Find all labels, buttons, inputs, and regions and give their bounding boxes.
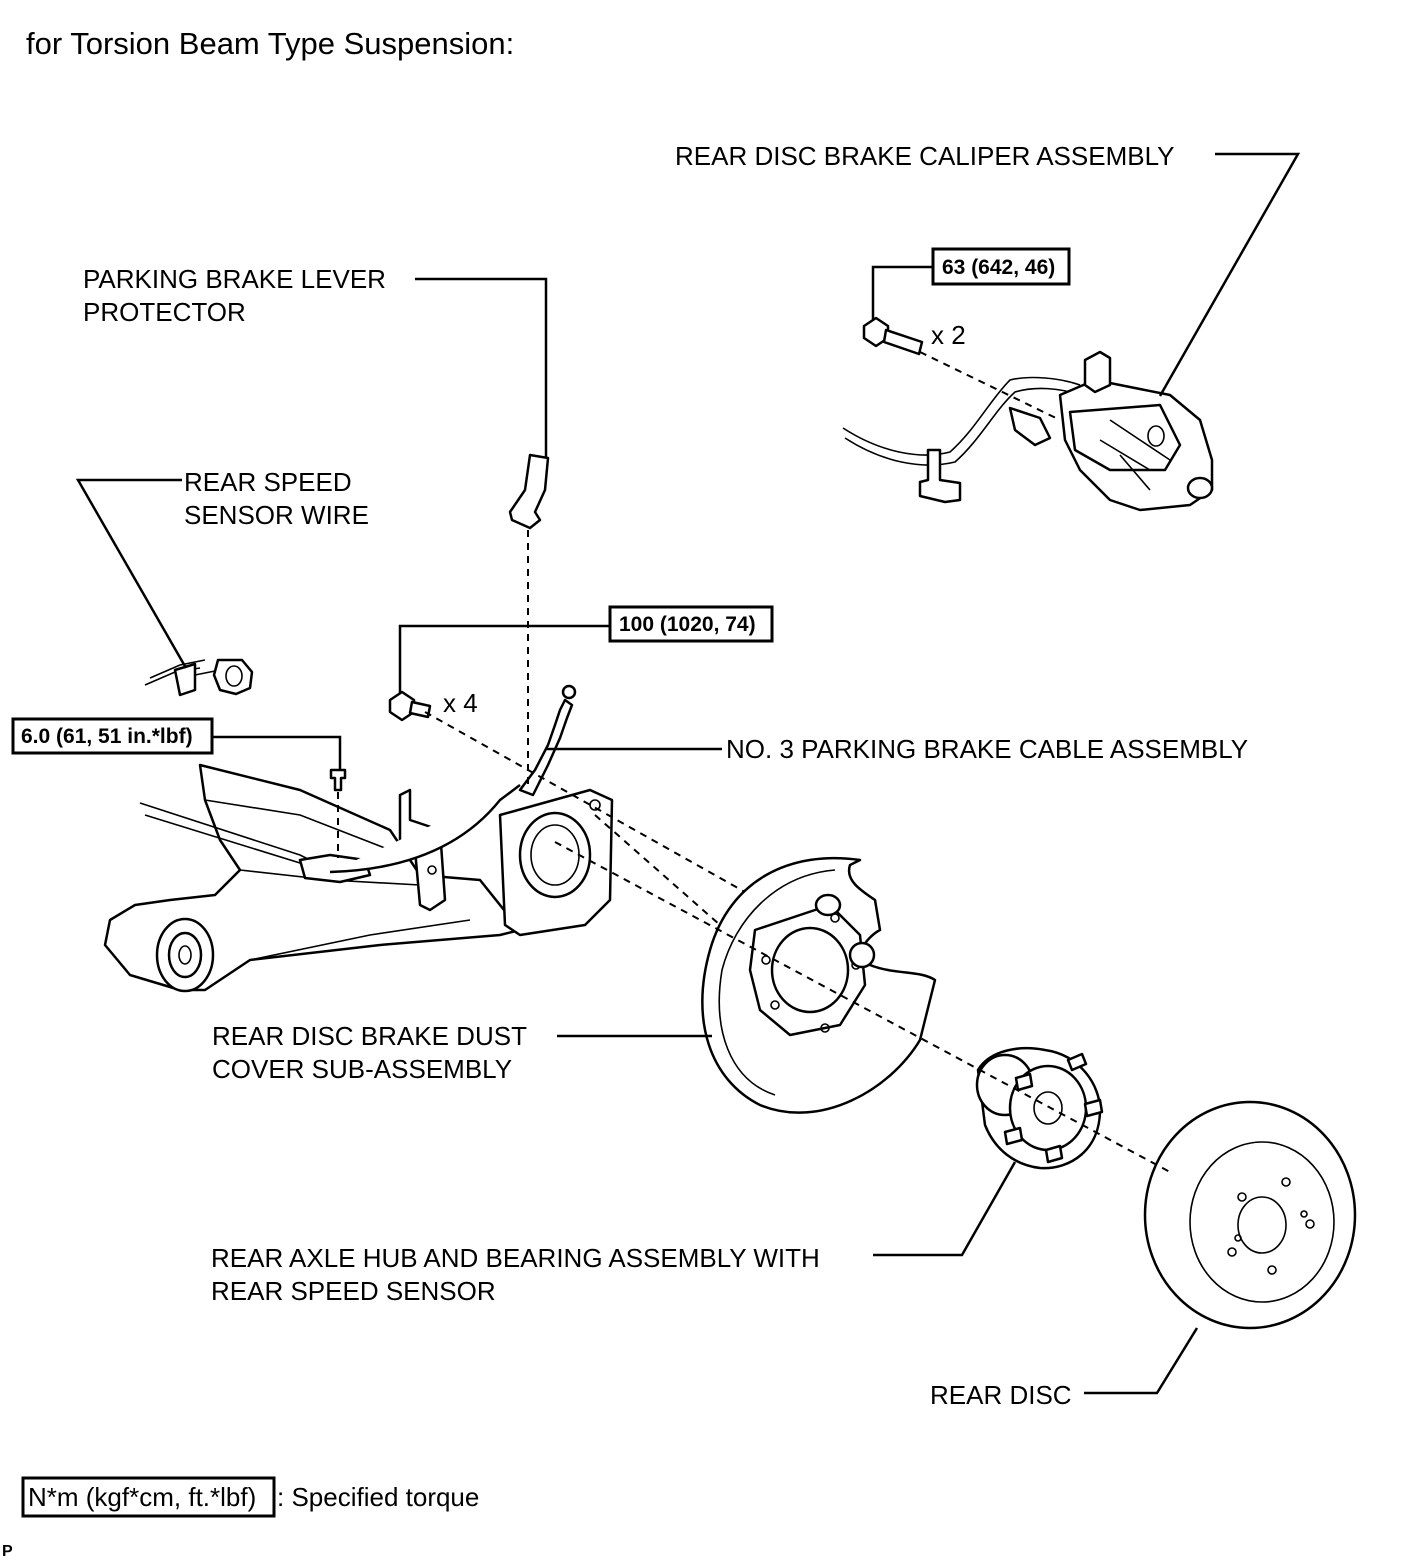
legend-box-text: N*m (kgf*cm, ft.*lbf) xyxy=(28,1482,256,1512)
rear-disc-label: REAR DISC xyxy=(930,1380,1072,1410)
dust-cover-label-line2: COVER SUB-ASSEMBLY xyxy=(212,1054,512,1084)
rear-disc-brake-caliper-drawing xyxy=(842,350,1214,512)
rear-disc-brake-dust-cover-drawing xyxy=(701,856,937,1114)
parking-brake-cable-label: NO. 3 PARKING BRAKE CABLE ASSEMBLY xyxy=(726,734,1248,764)
hub-bolt-drawing xyxy=(388,690,432,722)
caliper-bolt-torque-box xyxy=(931,247,1071,286)
parking-brake-lever-protector-drawing xyxy=(508,453,550,530)
diagram-title: for Torsion Beam Type Suspension: xyxy=(26,26,514,61)
lever-protector-label-line2: PROTECTOR xyxy=(83,297,246,327)
rear-axle-hub-drawing xyxy=(975,1046,1104,1170)
caliper-bolt-torque: 63 (642, 46) xyxy=(942,256,1055,279)
hub-label-line2: REAR SPEED SENSOR xyxy=(211,1276,496,1306)
clamp-bolt-torque-box xyxy=(11,717,214,755)
clamp-bolt-torque: 6.0 (61, 51 in.*lbf) xyxy=(21,725,193,748)
hub-label-line1: REAR AXLE HUB AND BEARING ASSEMBLY WITH xyxy=(211,1243,820,1273)
speed-sensor-wire-label-line1: REAR SPEED xyxy=(184,467,352,497)
dust-cover-label-line1: REAR DISC BRAKE DUST xyxy=(212,1021,527,1051)
corner-mark: P xyxy=(2,1543,13,1560)
parking-brake-cable-drawing xyxy=(329,684,577,874)
hub-bolt-quantity: x 4 xyxy=(443,688,478,718)
legend-torque-box xyxy=(21,1476,276,1518)
hub-bolt-torque: 100 (1020, 74) xyxy=(619,613,756,636)
rear-speed-sensor-wire-drawing xyxy=(144,658,254,697)
caliper-label: REAR DISC BRAKE CALIPER ASSEMBLY xyxy=(675,141,1174,171)
caliper-bolt-drawing xyxy=(862,316,924,356)
assembly-dashed-lines xyxy=(337,351,1171,1173)
legend-description: : Specified torque xyxy=(277,1482,479,1512)
hub-bolt-torque-box xyxy=(608,605,774,643)
caliper-bolt-quantity: x 2 xyxy=(931,320,966,350)
speed-sensor-wire-label-line2: SENSOR WIRE xyxy=(184,500,369,530)
lever-protector-label-line1: PARKING BRAKE LEVER xyxy=(83,264,386,294)
leader-lines xyxy=(75,152,1301,1395)
rear-disc-drawing xyxy=(1143,1100,1357,1330)
